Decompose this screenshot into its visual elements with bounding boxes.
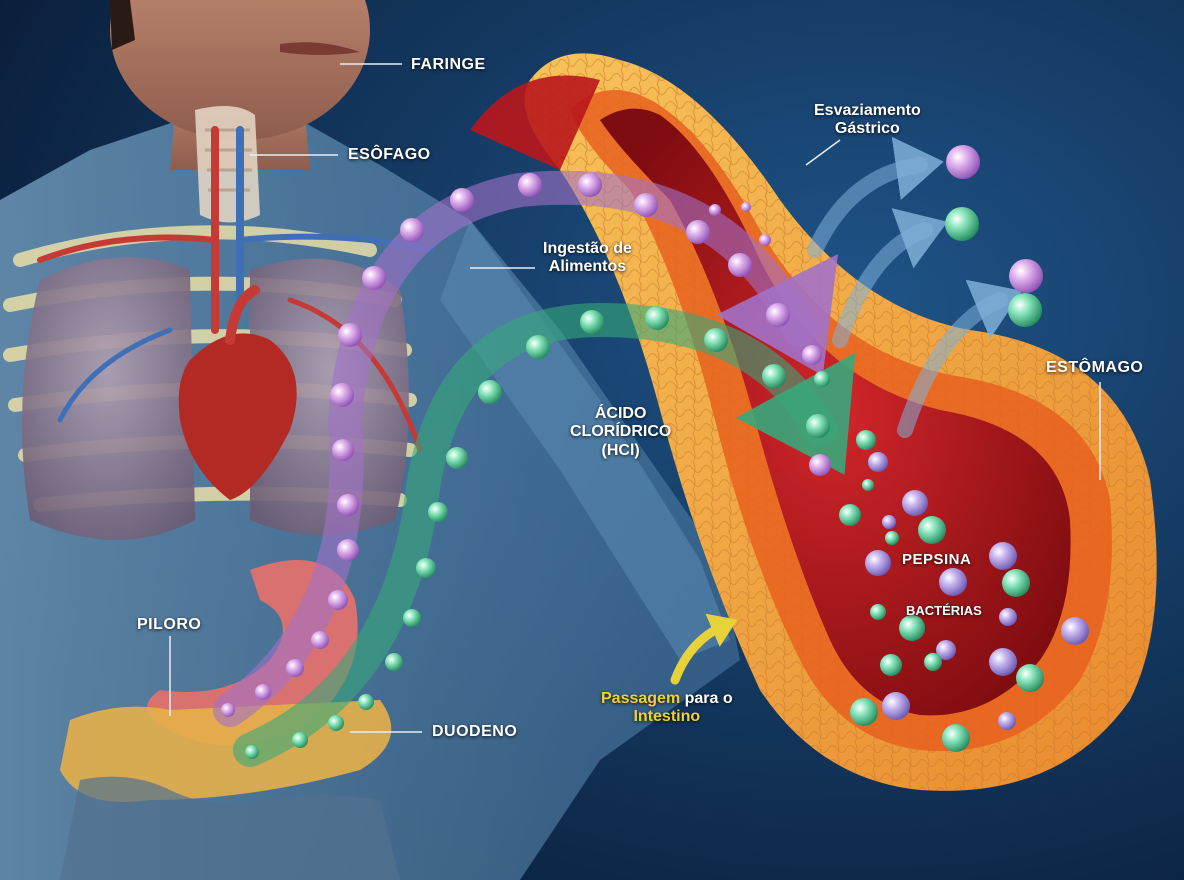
label-passagem-word: Passagem [601, 690, 681, 707]
purple-flow-arrow [213, 170, 838, 727]
mouth [280, 42, 360, 55]
label-pepsina: PEPSINA [902, 551, 972, 568]
label-faringe: FARINGE [411, 56, 486, 73]
heart [178, 333, 297, 500]
label-ingestao-line1: Ingestão de [543, 240, 632, 257]
label-duodeno: DUODENO [432, 723, 518, 740]
label-acido-cloridrico: ÁCIDO CLORÍDRICO (HCl) [570, 405, 671, 460]
label-acido-line2: CLORÍDRICO [570, 423, 672, 441]
head [110, 0, 370, 140]
leader-lines [169, 63, 1101, 733]
label-esofago: ESÔFAGO [348, 146, 431, 163]
label-esvaziamento-line2: Gástrico [834, 120, 900, 138]
label-passagem-line1: Passagem para o [601, 690, 733, 708]
label-estomago: ESTÔMAGO [1046, 359, 1144, 376]
label-para-o: para o [680, 690, 733, 707]
passage-arrow [670, 613, 738, 685]
label-acido-line3: (HCl) [601, 441, 640, 459]
label-piloro: PILORO [137, 616, 202, 633]
emptying-arrow-1 [807, 136, 944, 258]
label-ingestao-line2: Alimentos [548, 258, 627, 276]
emptying-arrow-2 [832, 208, 948, 348]
green-flow-arrow [233, 302, 856, 767]
label-acido-line1: ÁCIDO [594, 405, 647, 422]
label-esvaziamento-line1: Esvaziamento [814, 102, 921, 119]
green-beads [245, 207, 1042, 759]
stomach-contents [839, 430, 1089, 752]
label-intestino: Intestino [633, 708, 701, 726]
purple-beads [221, 145, 1043, 717]
emptying-arrow-3 [897, 279, 1023, 438]
label-esvaziamento: Esvaziamento Gástrico [814, 102, 921, 139]
flow-arrows [213, 136, 1023, 767]
label-bacterias: BACTÉRIAS [906, 603, 982, 618]
esophagus-shape [195, 106, 260, 223]
label-ingestao: Ingestão de Alimentos [543, 240, 632, 277]
intestines [60, 776, 400, 880]
label-passagem-intestino: Passagem para o Intestino [601, 690, 733, 727]
